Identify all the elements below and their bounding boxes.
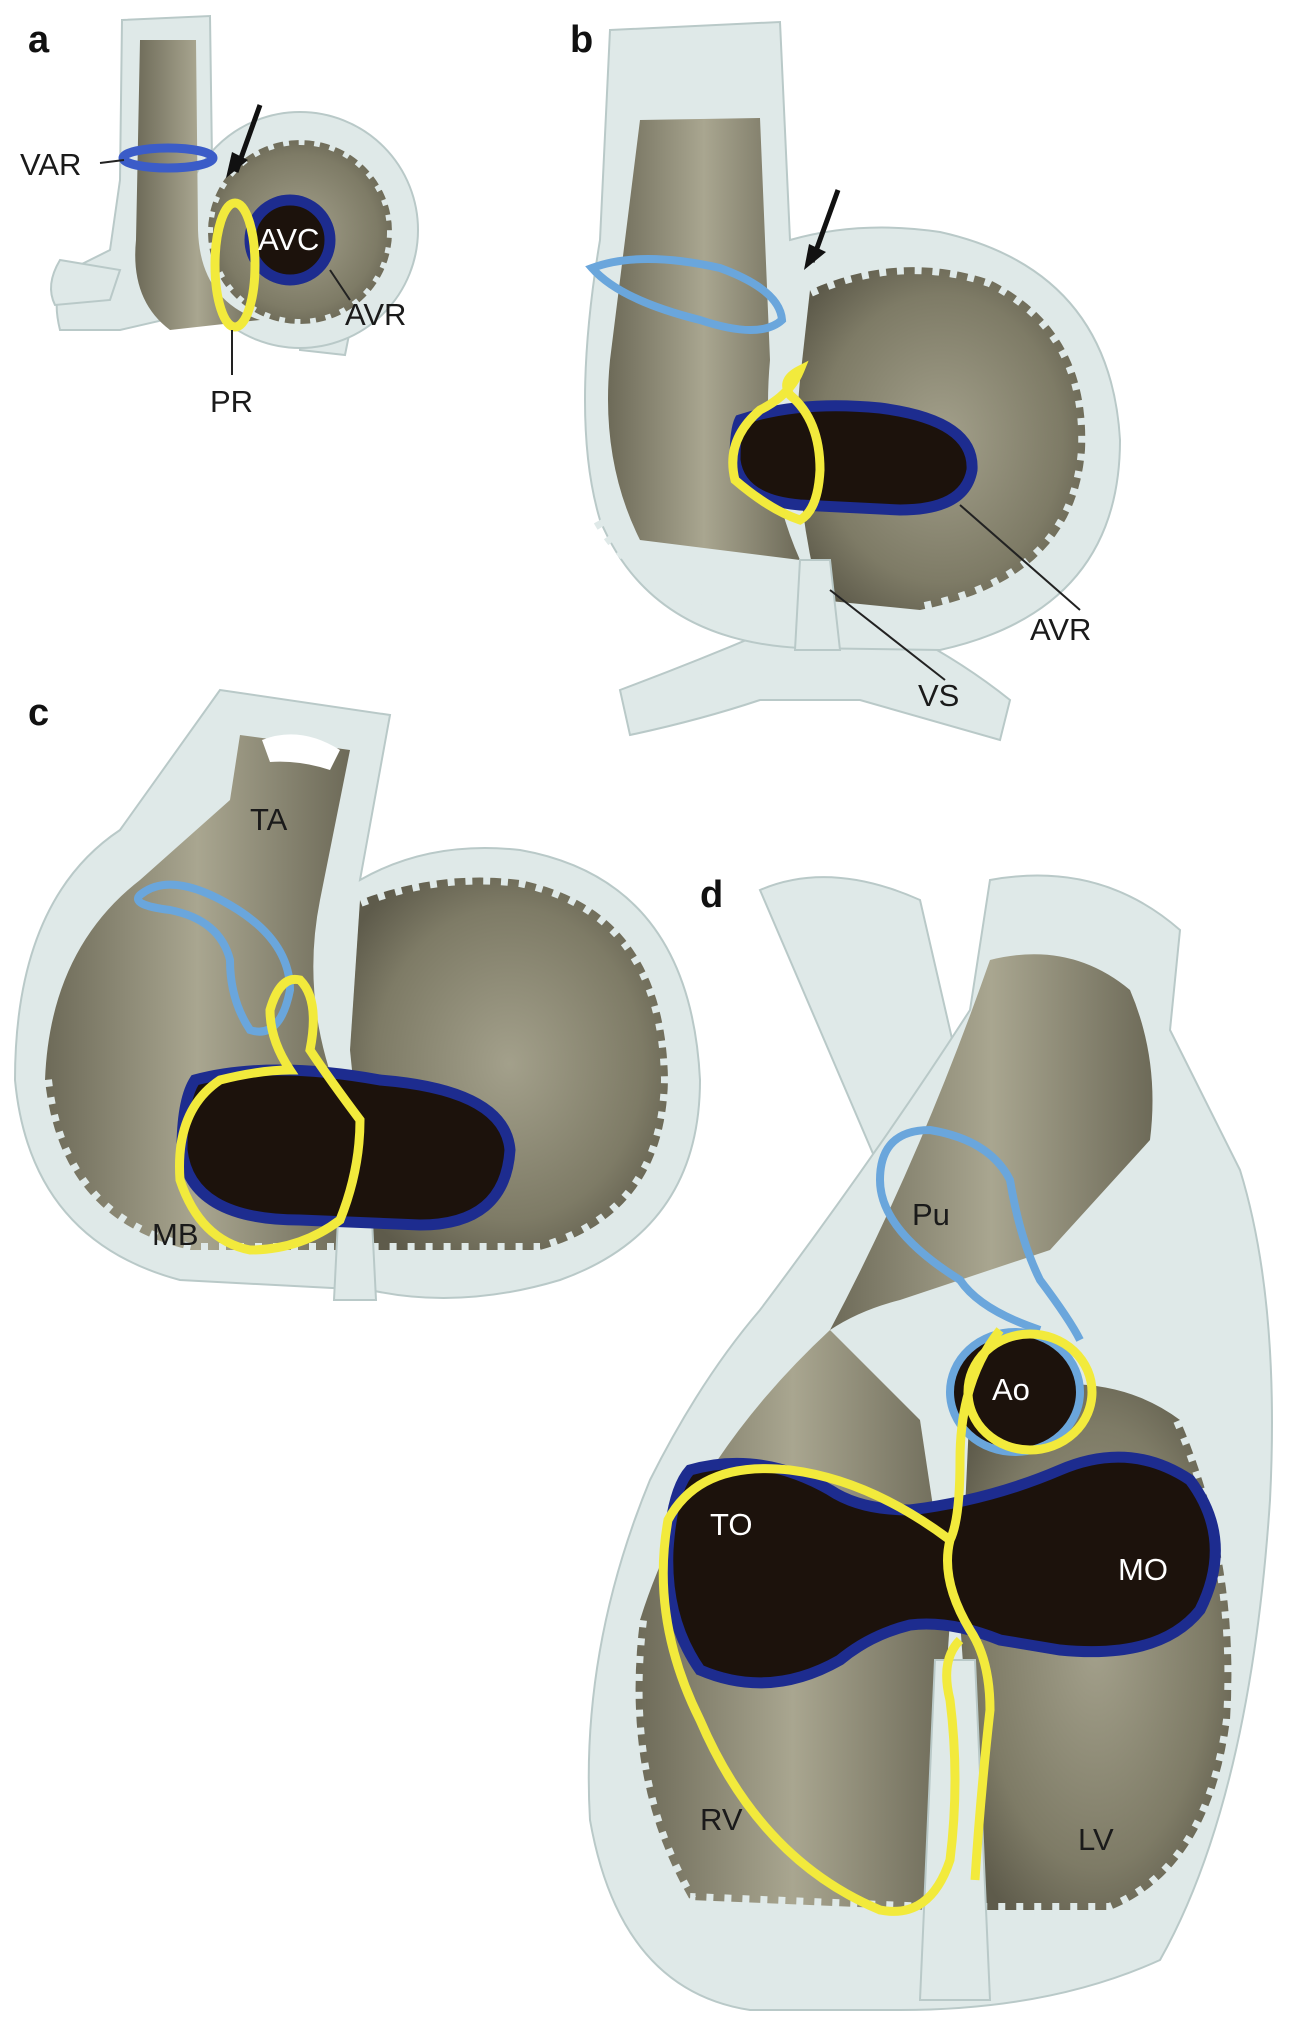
panel-c-ta-label: TA xyxy=(250,802,288,837)
panel-b-bottom-vessels xyxy=(618,629,1012,742)
panel-b-vs-leader xyxy=(829,589,946,681)
panel-c: c TA MB xyxy=(13,688,702,1301)
panel-a-avr-leader xyxy=(329,269,351,301)
panel-b-avr-label: AVR xyxy=(1030,612,1091,647)
panel-c-mb-label: MB xyxy=(152,1217,199,1252)
panel-d: d Pu Ao TO MO RV LV xyxy=(587,874,1273,2011)
panel-d-to-label: TO xyxy=(710,1507,753,1542)
panel-d-letter: d xyxy=(700,874,723,916)
panel-b-vs-label: VS xyxy=(918,678,959,713)
panel-d-primary-ring-tricuspid xyxy=(658,1464,964,1916)
panel-b-primary-ring xyxy=(728,360,825,525)
panel-a-avc-label: AVC xyxy=(258,222,319,257)
panel-a: a VAR AVC AVR PR xyxy=(20,14,419,419)
panel-b-var-ring xyxy=(585,255,787,334)
panel-c-var-ring xyxy=(134,880,295,1036)
panel-a-trabeculations xyxy=(203,135,397,329)
panel-d-primary-ring-septal xyxy=(943,1327,1004,1881)
panel-a-var-ring xyxy=(118,143,218,173)
panel-c-letter: c xyxy=(28,692,49,734)
panel-d-outflow-cavity xyxy=(830,954,1153,1330)
panel-b-arrow-head xyxy=(804,244,826,270)
panel-d-pulmonary-ring xyxy=(875,1125,1084,1342)
panel-d-ao-label: Ao xyxy=(992,1372,1030,1407)
panel-c-trabeculations-right xyxy=(38,1079,340,1257)
panel-d-rv-label: RV xyxy=(700,1802,743,1837)
panel-d-av-orifice xyxy=(667,1457,1216,1683)
panel-d-lv-label: LV xyxy=(1078,1822,1114,1857)
panel-a-primary-ring xyxy=(210,198,260,332)
panel-a-left-vessel xyxy=(50,258,122,307)
panel-c-septum xyxy=(332,1219,378,1301)
panel-c-primary-ring xyxy=(175,974,365,1255)
panel-b-letter: b xyxy=(570,19,593,61)
panel-d-mo-label: MO xyxy=(1118,1552,1168,1587)
panel-a-var-label: VAR xyxy=(20,147,81,182)
panel-c-av-orifice xyxy=(182,1070,510,1225)
panel-b-septum xyxy=(793,559,842,651)
panel-b: b AVR VS xyxy=(570,19,1122,742)
panel-d-pu-label: Pu xyxy=(912,1197,950,1232)
panel-a-avc-orifice xyxy=(250,200,330,280)
panel-a-var-leader xyxy=(99,159,125,164)
panel-a-arrow-head xyxy=(226,152,248,178)
panel-a-pr-label: PR xyxy=(210,384,253,419)
panel-a-outflow-cavity xyxy=(135,40,260,330)
panel-b-av-orifice xyxy=(735,405,973,510)
panel-c-ta-opening xyxy=(262,734,340,770)
panel-a-avr-label: AVR xyxy=(345,297,406,332)
panel-a-letter: a xyxy=(28,19,50,61)
panel-b-avr-leader xyxy=(959,504,1081,611)
